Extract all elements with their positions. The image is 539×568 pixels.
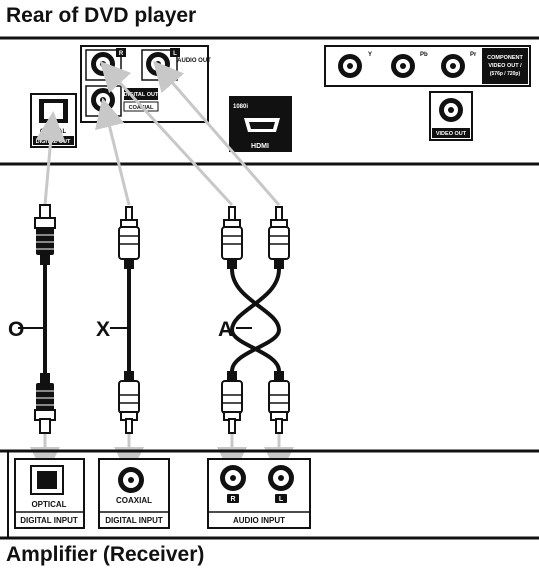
dvd-component-label-3: (576p / 720p) — [490, 71, 521, 77]
dvd-optical-out-jack[interactable] — [39, 99, 68, 123]
dvd-component-label-2: VIDEO OUT / — [488, 63, 522, 69]
dvd-hdmi-group: 1080i HDMI — [229, 96, 292, 152]
dvd-component-pb-label: Pb — [420, 52, 428, 58]
dvd-optical-out-group: OPTICAL DIGITAL OUT — [30, 93, 77, 148]
arrow-audio-left-up — [153, 60, 281, 206]
receiver-audio-label: AUDIO INPUT — [233, 516, 285, 525]
dvd-digital-out-label: DIGITAL OUT — [124, 92, 159, 98]
receiver-audio-group: R L AUDIO INPUT — [207, 458, 311, 529]
dvd-audio-r-tag: R — [119, 51, 124, 57]
receiver-audio-r-tag: R — [230, 496, 235, 503]
dvd-hdmi-resolution: 1080i — [233, 104, 248, 110]
dvd-component-pr-jack[interactable] — [441, 54, 465, 78]
cable-label-coaxial: X — [96, 318, 110, 341]
optical-cable — [18, 204, 56, 434]
dvd-hdmi-label: HDMI — [251, 143, 269, 150]
dvd-hdmi-port[interactable] — [244, 118, 280, 132]
dvd-optical-digital-out-label: DIGITAL OUT — [36, 139, 71, 145]
receiver-coaxial-name: COAXIAL — [116, 496, 152, 505]
arrow-audio-right-up — [99, 60, 234, 207]
receiver-audio-left-jack[interactable] — [268, 465, 294, 491]
arrow-optical-up — [35, 111, 66, 206]
dvd-component-label-1: COMPONENT — [487, 55, 523, 61]
cable-label-optical: O — [8, 318, 24, 341]
receiver-optical-group: OPTICAL DIGITAL INPUT — [14, 458, 85, 529]
receiver-optical-label: DIGITAL INPUT — [20, 516, 78, 525]
dvd-component-y-jack[interactable] — [338, 54, 362, 78]
dvd-component-pr-label: Pr — [470, 52, 477, 58]
arrow-coaxial-up — [95, 97, 131, 206]
page-title: Rear of DVD player — [6, 4, 196, 27]
audio-cable — [221, 206, 290, 434]
receiver-title: Amplifier (Receiver) — [6, 543, 204, 566]
dvd-video-out-group: VIDEO OUT — [429, 91, 473, 141]
receiver-optical-name: OPTICAL — [31, 500, 66, 509]
dvd-component-pb-jack[interactable] — [391, 54, 415, 78]
dvd-coaxial-out-jack[interactable] — [91, 88, 115, 112]
dvd-audio-out-label: AUDIO OUT — [177, 58, 211, 64]
dvd-component-y-label: Y — [368, 52, 372, 58]
dvd-video-out-jack[interactable] — [439, 98, 463, 122]
dvd-video-out-label: VIDEO OUT — [436, 131, 467, 137]
cable-label-audio: A — [218, 318, 233, 341]
connection-arrows — [30, 60, 294, 477]
receiver-coaxial-label: DIGITAL INPUT — [105, 516, 163, 525]
receiver-audio-l-tag: L — [279, 496, 284, 503]
receiver-coaxial-group: COAXIAL DIGITAL INPUT — [98, 458, 170, 529]
receiver-audio-right-jack[interactable] — [220, 465, 246, 491]
dvd-audio-out-left-jack[interactable] — [146, 52, 170, 76]
receiver-coaxial-input-jack[interactable] — [118, 467, 144, 493]
dvd-component-group: Y Pb Pr COMPONENT VIDEO OUT / (576p / 72… — [324, 45, 531, 87]
dvd-optical-label: OPTICAL — [40, 129, 67, 135]
coaxial-cable — [110, 206, 140, 434]
receiver-optical-input-jack[interactable] — [30, 465, 64, 495]
dvd-audio-l-tag: L — [173, 51, 177, 57]
